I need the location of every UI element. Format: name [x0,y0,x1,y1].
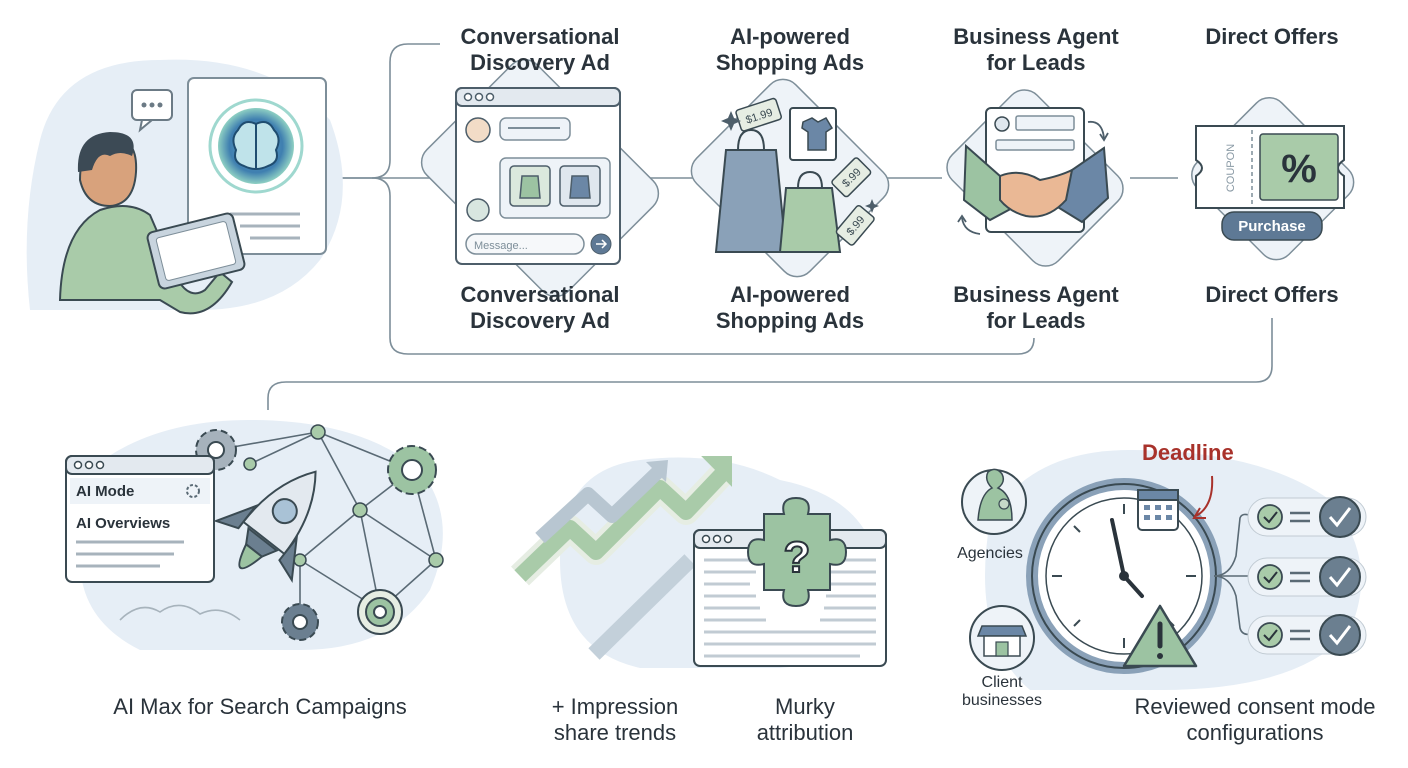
checklist-large-checks [1319,496,1361,656]
purchase-button-label: Purchase [1238,218,1306,235]
business-agent-illustration [946,89,1124,267]
deadline-label: Deadline [1142,440,1234,465]
agencies-label: Agencies [957,545,1023,562]
percent-icon: % [1281,147,1317,191]
business-agent-title: Business Agent for Leads [953,24,1119,75]
chat-input-placeholder: Message... [474,240,528,252]
question-icon: ? [784,533,811,582]
checklist-small-checks [1257,504,1283,648]
coupon-text: COUPON [1225,144,1237,192]
conversational-ad-illustration [420,58,660,298]
direct-offers-title: Direct Offers [1205,24,1339,49]
shopping-ads-illustration: $1.99 $.99 $.99 [690,78,890,278]
shopping-ads-caption: AI-powered Shopping Ads [715,282,865,333]
shopping-ads-title: AI-powered Shopping Ads [715,24,865,75]
business-agent-caption: Business Agent for Leads [953,282,1119,333]
ai-mode-item: AI Mode [76,483,134,500]
clients-label: Client businesses [961,674,1043,709]
direct-offers-illustration: COUPON % Purchase [1191,97,1355,261]
attribution-caption: Murky attribution [756,694,854,745]
consent-deadline-illustration [961,450,1367,690]
direct-offers-caption: Direct Offers [1205,282,1339,307]
ai-max-caption: AI Max for Search Campaigns [113,694,407,719]
conversational-ad-title: Conversational Discovery Ad [460,24,620,75]
ai-max-illustration: AI Mode AI Overviews [65,420,444,650]
ai-overviews-item: AI Overviews [76,515,170,532]
top-connectors [267,43,1273,410]
consent-caption: Reviewed consent mode configurations [1134,694,1376,745]
impression-caption: + Impression share trends [551,694,679,745]
conversational-ad-caption: Conversational Discovery Ad [460,282,620,333]
person-ai-illustration [26,59,343,315]
impression-attribution-illustration: ? [510,456,887,668]
purchase-button[interactable] [1221,211,1323,241]
